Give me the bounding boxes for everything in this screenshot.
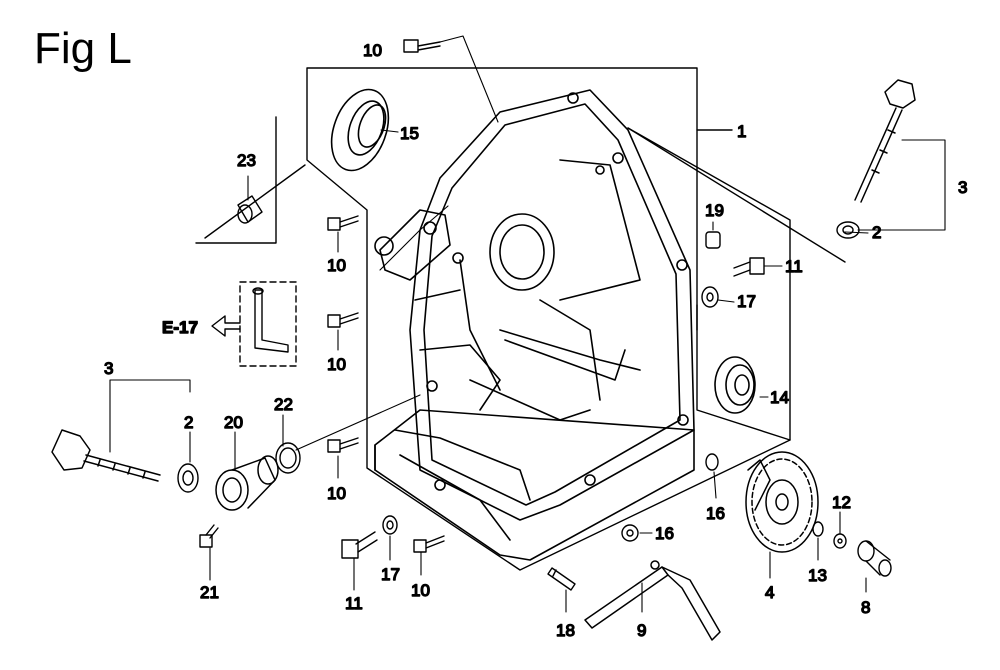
leader-lines bbox=[109, 35, 946, 613]
washer-part-16-lower bbox=[621, 524, 639, 542]
callout-10-left-lower: 10 bbox=[327, 484, 346, 503]
flange-bolt-part-11-lower bbox=[341, 531, 378, 559]
callout-2-right: 2 bbox=[872, 223, 881, 242]
callout-3-left: 3 bbox=[104, 359, 113, 378]
callout-10-left-upper: 10 bbox=[327, 256, 346, 275]
callout-23: 23 bbox=[237, 151, 256, 170]
flange-bolt-part-11-right bbox=[733, 257, 765, 277]
crankcase-cover bbox=[374, 89, 695, 561]
bolt-part-10-left-middle bbox=[327, 312, 359, 328]
callout-3-right: 3 bbox=[958, 178, 967, 197]
dipstick-part-3-left bbox=[51, 429, 161, 482]
dipstick-part-3-right bbox=[854, 79, 916, 203]
washer-part-12 bbox=[833, 533, 847, 549]
bolt-part-21 bbox=[199, 524, 219, 548]
callout-4: 4 bbox=[765, 583, 774, 602]
callout-8: 8 bbox=[861, 598, 870, 617]
washer-part-17-right bbox=[701, 286, 719, 308]
callout-16-upper: 16 bbox=[706, 504, 725, 523]
bolt-part-10-left-upper bbox=[327, 215, 359, 231]
dowel-pin-part-23 bbox=[237, 195, 263, 224]
gasket-part-2-right bbox=[836, 221, 860, 239]
reference-label-e17: E-17 bbox=[162, 318, 198, 337]
washer-part-16-upper bbox=[705, 453, 719, 471]
callout-20: 20 bbox=[224, 413, 243, 432]
callout-12: 12 bbox=[832, 493, 851, 512]
callout-10-left-middle: 10 bbox=[327, 355, 346, 374]
callout-10-bottom: 10 bbox=[411, 581, 430, 600]
callout-11-lower: 11 bbox=[345, 594, 363, 613]
callout-2-left: 2 bbox=[184, 413, 193, 432]
clip-part-13 bbox=[812, 521, 824, 537]
callout-15: 15 bbox=[400, 124, 419, 143]
pin-part-18 bbox=[547, 567, 576, 591]
dowel-part-19 bbox=[705, 231, 721, 249]
gear-part-4 bbox=[745, 451, 819, 553]
bearing-part-14 bbox=[714, 356, 756, 414]
oil-seal-part-15 bbox=[330, 88, 390, 172]
assembly-bracket-lines bbox=[195, 67, 846, 571]
callout-17-right: 17 bbox=[737, 292, 756, 311]
shaft-part-8 bbox=[857, 540, 892, 577]
callout-10-top: 10 bbox=[363, 41, 382, 60]
callout-13: 13 bbox=[808, 566, 827, 585]
drain-plug-part-20 bbox=[215, 455, 279, 511]
callout-11-right: 11 bbox=[785, 257, 803, 276]
callout-19: 19 bbox=[705, 201, 724, 220]
bolt-part-10-left-lower bbox=[327, 437, 359, 453]
bolt-part-10-top bbox=[403, 39, 441, 53]
o-ring-part-22 bbox=[275, 442, 301, 474]
callout-labels: 10 15 23 10 10 10 E-17 3 2 20 22 21 11 1… bbox=[103, 40, 968, 640]
callout-16-lower: 16 bbox=[655, 524, 674, 543]
callout-9: 9 bbox=[637, 621, 646, 640]
callout-1: 1 bbox=[737, 122, 746, 141]
bolt-part-10-bottom bbox=[413, 535, 445, 553]
washer-part-17-lower bbox=[382, 515, 398, 535]
e17-reference-group bbox=[211, 281, 297, 367]
callout-14: 14 bbox=[770, 388, 789, 407]
callout-21: 21 bbox=[200, 583, 219, 602]
figure-title: Fig L bbox=[34, 24, 132, 73]
callout-18: 18 bbox=[556, 621, 575, 640]
gasket-part-2-left bbox=[177, 463, 199, 493]
callout-22: 22 bbox=[274, 395, 293, 414]
governor-arm-part-9 bbox=[584, 560, 721, 641]
callout-17-lower: 17 bbox=[381, 565, 400, 584]
reference-arrow-icon bbox=[211, 315, 241, 337]
